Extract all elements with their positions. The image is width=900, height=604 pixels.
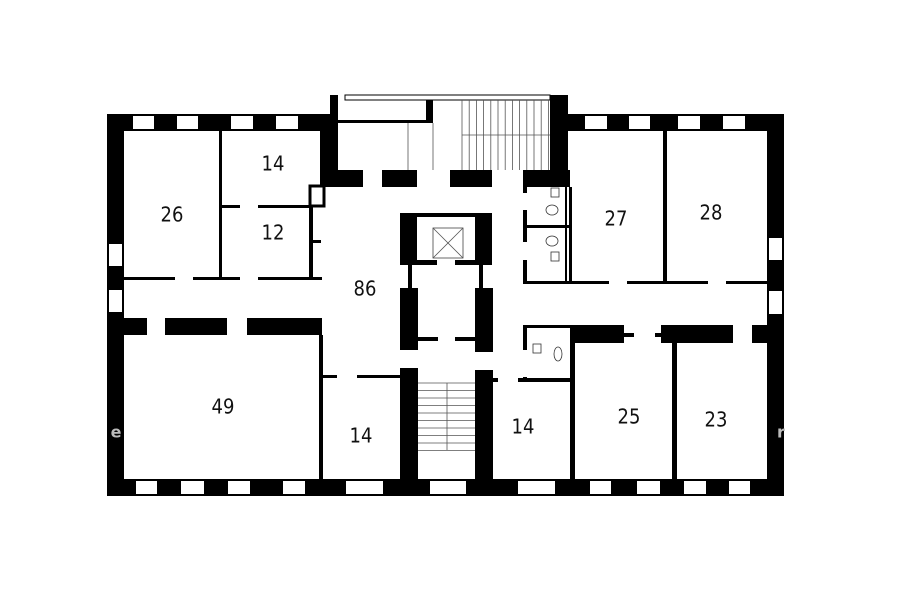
room-label-23: 23 [705, 408, 728, 432]
sink-icon [532, 343, 542, 354]
watermark-fragment: r [777, 423, 785, 442]
walls [107, 94, 784, 496]
sink-icon [550, 251, 560, 262]
stairs-north [461, 100, 550, 170]
room-label-14-southwest: 14 [350, 424, 373, 448]
room-label-25: 25 [618, 405, 641, 429]
stairs-south [418, 382, 475, 451]
room-labels: 26 14 12 86 27 28 49 14 14 25 23 [161, 152, 728, 448]
room-label-12: 12 [262, 221, 285, 245]
wc-fixtures [532, 187, 563, 362]
room-label-86: 86 [354, 277, 377, 301]
toilet-icon [545, 235, 559, 247]
landing-lines [407, 123, 434, 170]
windows [109, 116, 782, 494]
room-label-49: 49 [212, 395, 235, 419]
room-label-27: 27 [605, 207, 628, 231]
room-label-14-north: 14 [262, 152, 285, 176]
room-label-14-southeast: 14 [512, 415, 535, 439]
watermark: e r [111, 423, 785, 442]
watermark-fragment: e [111, 423, 122, 442]
sink-icon [550, 187, 560, 198]
toilet-icon [545, 204, 559, 216]
room-label-28: 28 [700, 201, 723, 225]
room-label-26: 26 [161, 203, 184, 227]
toilet-icon [553, 346, 563, 362]
